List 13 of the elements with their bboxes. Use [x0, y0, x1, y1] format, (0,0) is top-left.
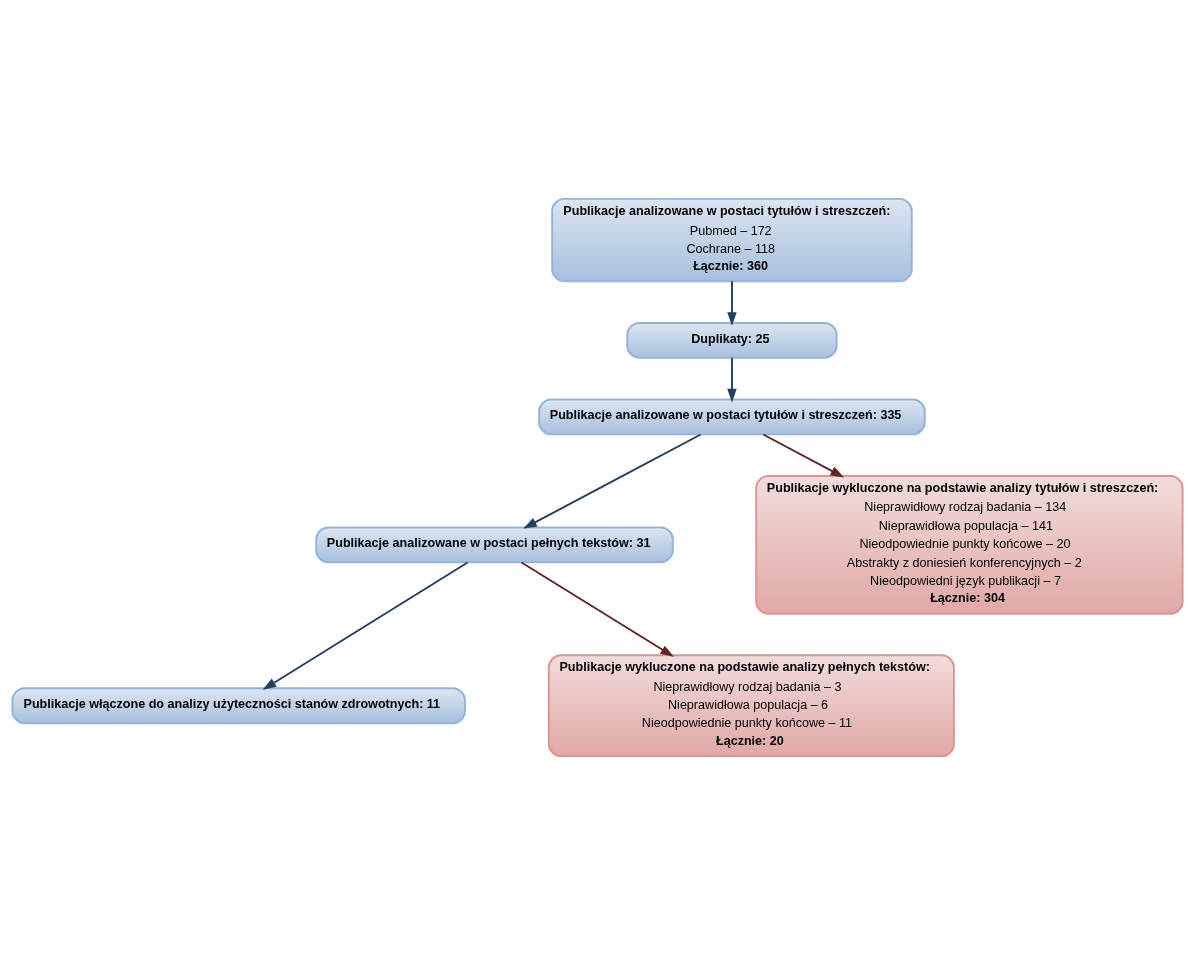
- node-box: Publikacje wykluczone na podstawie analizy pełnych tekstów: Nieprawidłowy rodzaj badania – 3 Nieprawidłowa populacja – 6 Nieodpowiednie punkty końcowe – 11 Łącznie: 20: [547, 653, 955, 757]
- arrow: [523, 433, 702, 529]
- arrow: [727, 279, 737, 326]
- arrow: [762, 433, 845, 477]
- arrow: [520, 561, 674, 657]
- node-box: Publikacje włączone do analizy użyteczności stanów zdrowotnych: 11: [11, 686, 466, 724]
- node-box: Publikacje wykluczone na podstawie analizy tytułów i streszczeń: Nieprawidłowy rodzaj badania – 134 Nieprawidłowa populacja – 141 Nieodpowiednie punkty końcowe – 20 Abstrakty z doniesień konferencyjnych – 2 Nieodpowiedni język publikacji – 7 Łącznie: 304: [755, 474, 1184, 615]
- arrow: [727, 356, 737, 402]
- node-box: Publikacje analizowane w postaci pełnych tekstów: 31: [315, 525, 674, 563]
- arrow: [262, 561, 469, 690]
- node-box: Publikacje analizowane w postaci tytułów i streszczeń: 335: [538, 398, 926, 435]
- node-box: Publikacje analizowane w postaci tytułów i streszczeń: Pubmed – 172 Cochrane – 118 Łącznie: 360: [551, 197, 913, 282]
- node-box: Duplikaty: 25: [626, 321, 838, 359]
